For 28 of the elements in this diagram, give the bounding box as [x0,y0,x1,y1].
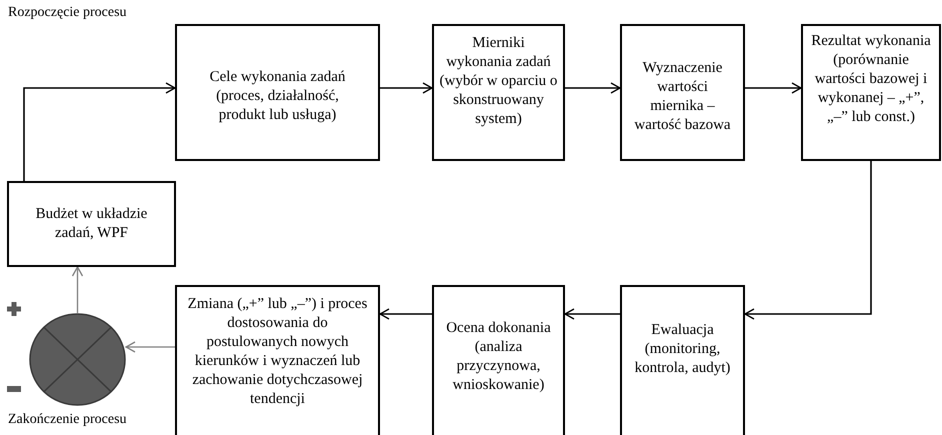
process-box [432,285,565,435]
arrow [745,82,802,94]
arrow [379,308,432,320]
box-text: Budżet w układzie zadań, WPF [34,205,148,243]
process-box [801,24,941,161]
process-box [175,24,380,161]
process-box [620,285,745,435]
arrow [23,82,176,181]
process-label: Rozpoczęcie procesu [8,4,127,22]
arrow [72,266,84,313]
arrow [744,161,872,320]
process-label: Zakończenie procesu [8,411,127,429]
process-box [7,181,176,267]
process-box [620,24,745,161]
process-box [175,285,380,435]
arrow [125,341,175,353]
box-text: Zmiana („+” lub „–”) i proces dostosowania do postulowanych nowych kierunków i wyznaczeń lub zachowanie dotychczasowej tendencji [186,295,368,409]
summing-junction-circle [29,313,126,406]
box-text: Wyznaczenie wartości miernika – wartość bazowa [633,59,732,135]
arrow [565,82,621,94]
box-text: Cele wykonania zadań (proces, działalność, produkt lub usługa) [208,68,346,125]
arrow [380,82,433,94]
box-text: Rezultat wykonania (porównanie wartości bazowej i wykonanej – „+”, „–” lub const.) [810,32,932,127]
process-box [432,24,565,161]
box-text: Mierniki wykonania zadań (wybór w oparciu o skonstruowany system) [438,34,558,129]
box-text: Ocena dokonania (analiza przyczynowa, wnioskowanie) [445,319,552,395]
arrow [564,308,620,320]
box-text: Ewaluacja (monitoring, kontrola, audyt) [634,321,732,378]
